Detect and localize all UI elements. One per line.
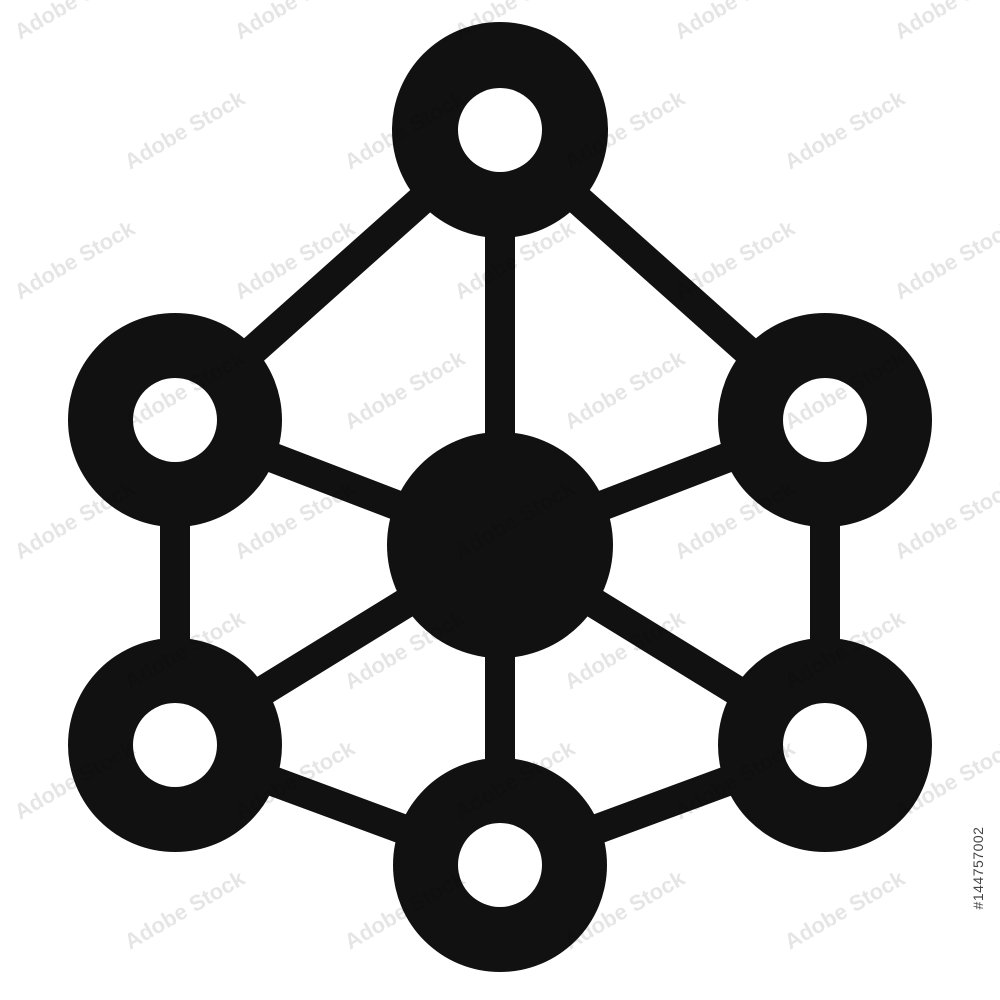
left-node	[68, 313, 282, 527]
watermark-text: Adobe Stock	[340, 345, 470, 434]
watermark-text: Adobe Stock	[890, 215, 1000, 304]
center-hub-node	[387, 432, 613, 658]
stock-id-label: #144757002	[970, 826, 986, 910]
watermark-text: Adobe Stock	[670, 475, 800, 564]
bottom-node	[393, 758, 607, 972]
watermark-text: Adobe Stock	[120, 85, 250, 174]
watermark-text: Adobe Stock	[230, 0, 360, 44]
watermark-text: Adobe Stock	[890, 0, 1000, 44]
watermark-text: Adobe Stock	[670, 215, 800, 304]
watermark-text: Adobe Stock	[780, 865, 910, 954]
watermark-text: Adobe Stock	[10, 475, 140, 564]
watermark-text: Adobe Stock	[780, 85, 910, 174]
ring-nodes	[68, 22, 932, 972]
right-node	[718, 313, 932, 527]
top-node	[392, 22, 608, 238]
watermark-text: Adobe Stock	[560, 345, 690, 434]
lower-left-node	[68, 638, 282, 852]
lower-right-node	[718, 638, 932, 852]
watermark-text: Adobe Stock	[120, 865, 250, 954]
watermark-text: Adobe Stock	[10, 0, 140, 44]
watermark-text: Adobe Stock	[10, 215, 140, 304]
watermark-text: Adobe Stock	[670, 0, 800, 44]
